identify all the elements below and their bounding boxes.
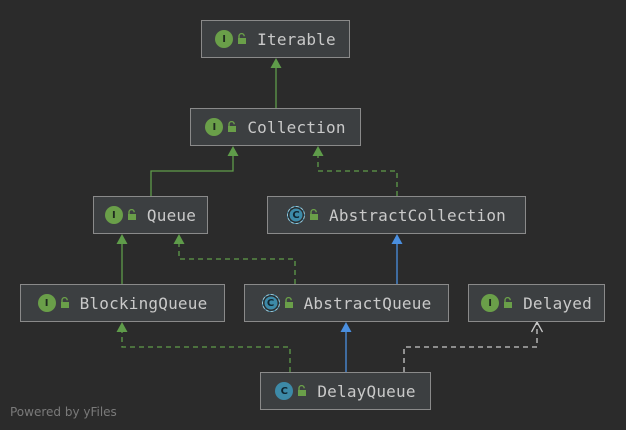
edge-line (403, 322, 538, 372)
node-abstract-queue[interactable]: C AbstractQueue (244, 284, 449, 322)
edge-line (150, 156, 234, 196)
unlock-icon (238, 33, 247, 44)
unlock-icon (298, 385, 307, 396)
node-label: Collection (247, 117, 346, 137)
arrowhead-triangle (340, 322, 352, 332)
unlock-icon (284, 297, 293, 308)
class-icon: C (275, 382, 294, 400)
node-label: BlockingQueue (79, 293, 208, 313)
arrowhead-triangle (312, 146, 324, 156)
edge-abstract-queue-to-abstract-collection (391, 234, 403, 284)
edge-line (178, 244, 296, 284)
abstract-class-icon: C (261, 294, 280, 312)
node-label: Queue (146, 205, 197, 225)
arrowhead-triangle (270, 58, 282, 68)
interface-icon: I (37, 294, 56, 312)
edge-abstract-collection-to-collection (312, 146, 398, 196)
interface-icon: I (215, 30, 234, 48)
arrowhead-open (530, 320, 544, 333)
arrowhead-triangle (116, 322, 128, 332)
interface-icon: I (205, 118, 224, 136)
edge-queue-to-collection (150, 146, 239, 196)
node-abstract-collection[interactable]: C AbstractCollection (267, 196, 526, 234)
node-label: AbstractCollection (329, 205, 506, 225)
node-delay-queue[interactable]: C DelayQueue (260, 372, 431, 410)
unlock-icon (504, 297, 513, 308)
edge-line (317, 156, 398, 196)
node-queue[interactable]: I Queue (93, 196, 208, 234)
arrowhead-triangle (391, 234, 403, 244)
unlock-icon (228, 121, 237, 132)
node-label: DelayQueue (317, 381, 416, 401)
interface-icon: I (481, 294, 500, 312)
node-blocking-queue[interactable]: I BlockingQueue (20, 284, 225, 322)
node-label: Iterable (257, 29, 336, 49)
arrowhead-triangle (227, 146, 239, 156)
edge-blocking-queue-to-queue (116, 234, 128, 284)
edge-delay-queue-to-abstract-queue (340, 322, 352, 372)
powered-by-watermark: Powered by yFiles (10, 405, 117, 419)
arrowhead-triangle (173, 234, 185, 244)
edge-delay-queue-to-blocking-queue (116, 322, 291, 372)
node-collection[interactable]: I Collection (190, 108, 361, 146)
edge-collection-to-iterable (270, 58, 282, 108)
node-label: Delayed (523, 293, 592, 313)
arrowhead-triangle (116, 234, 128, 244)
abstract-class-icon: C (287, 206, 305, 224)
edge-abstract-queue-to-queue (173, 234, 296, 284)
node-label: AbstractQueue (303, 293, 432, 313)
edge-delay-queue-to-delayed (403, 320, 544, 372)
edge-line (121, 332, 291, 372)
unlock-icon (60, 297, 69, 308)
unlock-icon (127, 209, 136, 220)
unlock-icon (310, 209, 318, 220)
node-delayed[interactable]: I Delayed (468, 284, 605, 322)
node-iterable[interactable]: I Iterable (201, 20, 350, 58)
interface-icon: I (104, 206, 123, 224)
